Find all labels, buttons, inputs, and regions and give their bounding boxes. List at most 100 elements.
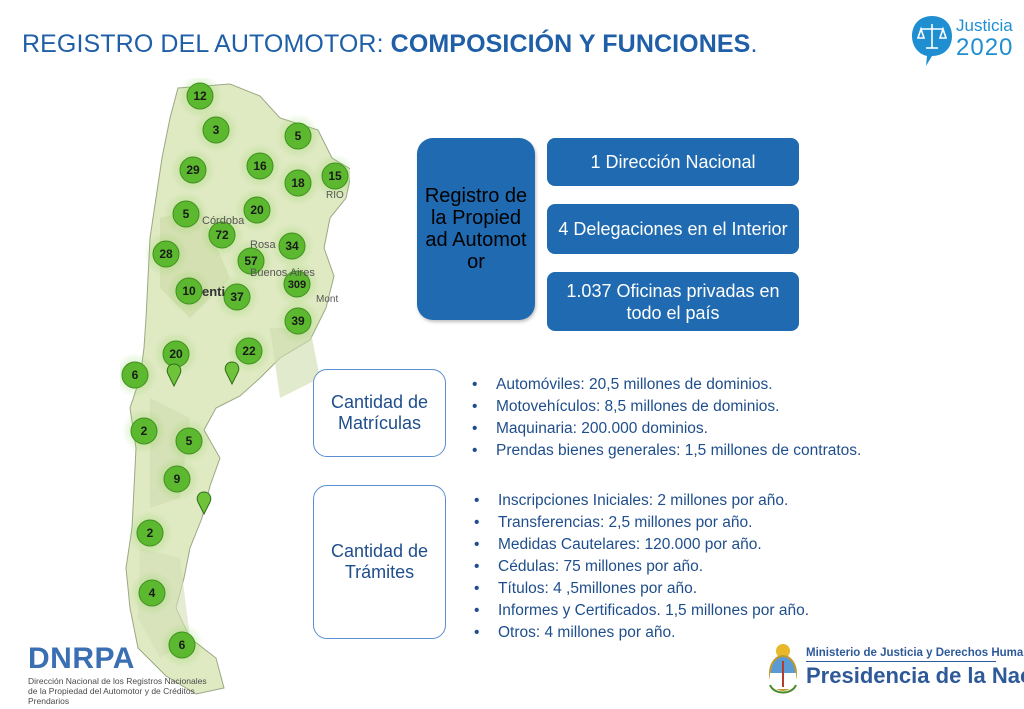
- list-item: Otros: 4 millones por año.: [472, 622, 809, 644]
- map-pin-icon: [166, 363, 182, 388]
- map-marker-label: 29: [186, 163, 200, 177]
- map-label-argentina: enti: [202, 284, 225, 299]
- map-marker-circle: [138, 579, 166, 607]
- map-marker[interactable]: 5: [276, 114, 320, 158]
- map-marker-circle: [284, 307, 312, 335]
- map-marker-circle: [121, 361, 149, 389]
- map-marker-label: 34: [285, 239, 299, 253]
- map-marker[interactable]: 3: [194, 108, 238, 152]
- map-marker-circle: [246, 152, 274, 180]
- map-label-buenos-aires: Buenos Aires: [250, 267, 315, 279]
- argentina-map-svg: 12 3 5 29 16 18 15 5 20 72 34 28 57 309 10 37 39 20 22 6 2 5 9…: [113, 74, 357, 695]
- map-marker[interactable]: 6: [113, 353, 157, 397]
- map-marker[interactable]: 72: [200, 213, 244, 257]
- map-marker[interactable]: 39: [276, 299, 320, 343]
- list-item: Medidas Cautelares: 120.000 por año.: [472, 534, 809, 556]
- map-marker[interactable]: 20: [154, 332, 198, 376]
- scales-icon: [912, 16, 952, 66]
- map-marker-circle: [243, 196, 271, 224]
- map-marker[interactable]: 18: [276, 161, 320, 205]
- map-marker-circle: [237, 247, 265, 275]
- map-marker-label: 5: [186, 434, 193, 448]
- registro-box-label: Registro de la Propied ad Automot or: [424, 185, 528, 273]
- registro-box: Registro de la Propied ad Automot or: [417, 138, 535, 320]
- pill-delegaciones: 4 Delegaciones en el Interior: [547, 204, 799, 254]
- map-marker-circle: [175, 427, 203, 455]
- map-marker-label: 10: [182, 284, 196, 298]
- pill-label: 1.037 Oficinas privadas en todo el país: [566, 280, 780, 323]
- pill-oficinas-privadas: 1.037 Oficinas privadas en todo el país: [547, 272, 799, 331]
- map-region-shade: [270, 328, 320, 398]
- map-marker-circle: [284, 122, 312, 150]
- map-marker-label: 2: [141, 424, 148, 438]
- map-marker-label: 39: [291, 314, 305, 328]
- map-marker-label: 9: [174, 472, 181, 486]
- map-marker-label: 18: [291, 176, 305, 190]
- map-marker-circle: [179, 156, 207, 184]
- map-marker-circle: [202, 116, 230, 144]
- map-marker-circle: [130, 417, 158, 445]
- map-marker[interactable]: 5: [167, 419, 211, 463]
- matriculas-list: Automóviles: 20,5 millones de dominios. …: [470, 374, 861, 462]
- list-item: Maquinaria: 200.000 dominios.: [470, 418, 861, 440]
- map-pin-icon: [224, 361, 240, 386]
- map-marker-circle: [172, 200, 200, 228]
- pill-label: 1 Dirección Nacional: [590, 152, 756, 172]
- map-marker-label: 6: [179, 638, 186, 652]
- map-marker-circle: [136, 519, 164, 547]
- map-marker-circle: [283, 270, 311, 298]
- list-item: Inscripciones Iniciales: 2 millones por …: [472, 490, 809, 512]
- argentina-map: 12 3 5 29 16 18 15 5 20 72 34 28 57 309 10 37 39 20 22 6 2 5 9…: [113, 74, 357, 698]
- dnrpa-line1: Dirección Nacional de los Registros Naci…: [28, 676, 207, 686]
- dnrpa-logo: DNRPA Dirección Nacional de los Registro…: [28, 642, 228, 706]
- map-marker[interactable]: 37: [215, 275, 259, 319]
- map-marker[interactable]: 2: [128, 511, 172, 555]
- dnrpa-line2: de la Propiedad del Automotor y de Crédi…: [28, 686, 195, 706]
- title-bold: COMPOSICIÓN Y FUNCIONES: [390, 30, 751, 58]
- map-marker-label: 28: [159, 247, 173, 261]
- list-item: Títulos: 4 ,5millones por año.: [472, 578, 809, 600]
- title-prefix: REGISTRO DEL AUTOMOTOR:: [22, 30, 391, 58]
- map-marker-circle: [278, 232, 306, 260]
- list-item: Automóviles: 20,5 millones de dominios.: [470, 374, 861, 396]
- logo-word-justicia: Justicia: [956, 16, 1013, 35]
- map-marker[interactable]: 34: [270, 224, 314, 268]
- map-marker-label: 20: [169, 347, 183, 361]
- ministerio-text: Ministerio de Justicia y Derechos Humano…: [806, 647, 1024, 659]
- map-marker-circle: [321, 162, 349, 190]
- map-marker-label: 309: [288, 279, 306, 291]
- pill-label: 4 Delegaciones en el Interior: [558, 219, 788, 239]
- map-marker-label: 72: [215, 228, 229, 242]
- map-marker-label: 16: [253, 159, 267, 173]
- title-suffix: .: [750, 30, 758, 58]
- map-marker[interactable]: 22: [227, 329, 271, 373]
- map-marker[interactable]: 10: [167, 269, 211, 313]
- map-marker-label: 20: [250, 203, 264, 217]
- map-marker[interactable]: 15: [313, 154, 357, 198]
- list-item: Informes y Certificados. 1,5 millones po…: [472, 600, 809, 622]
- map-marker-label: 5: [295, 129, 302, 143]
- map-marker[interactable]: 57: [229, 239, 273, 283]
- map-marker-label: 37: [230, 290, 244, 304]
- map-marker[interactable]: 2: [122, 409, 166, 453]
- map-marker-circle: [223, 283, 251, 311]
- dnrpa-wordmark: DNRPA: [28, 642, 135, 675]
- map-marker[interactable]: 20: [235, 188, 279, 232]
- map-marker[interactable]: 309: [275, 262, 319, 306]
- map-marker[interactable]: 6: [160, 623, 204, 667]
- map-marker[interactable]: 12: [178, 74, 222, 118]
- map-marker[interactable]: 28: [144, 232, 188, 276]
- map-marker[interactable]: 29: [171, 148, 215, 192]
- map-pin-icon: [196, 491, 212, 516]
- map-marker-label: 6: [132, 368, 139, 382]
- map-label-rosario: Rosa: [250, 239, 277, 251]
- map-marker-label: 12: [193, 89, 207, 103]
- tramites-list: Inscripciones Iniciales: 2 millones por …: [472, 490, 809, 644]
- map-marker[interactable]: 9: [155, 457, 199, 501]
- map-marker-label: 57: [244, 254, 258, 268]
- map-marker[interactable]: 5: [164, 192, 208, 236]
- list-item: Transferencias: 2,5 millones por año.: [472, 512, 809, 534]
- map-marker[interactable]: 16: [238, 144, 282, 188]
- cantidad-tramites-box: Cantidad de Trámites: [313, 485, 446, 639]
- map-marker[interactable]: 4: [130, 571, 174, 615]
